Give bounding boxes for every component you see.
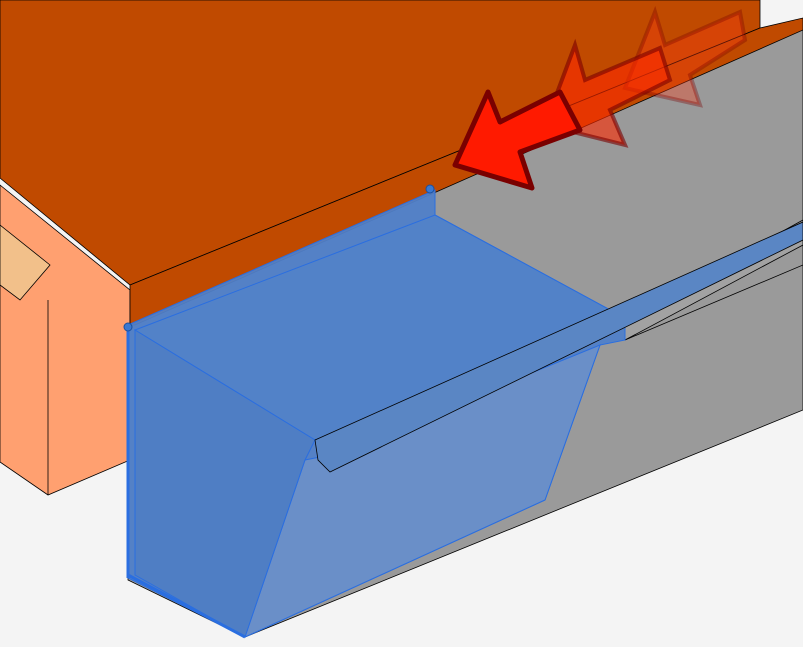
gutter-front-face	[134, 329, 316, 638]
gutter-handle[interactable]	[425, 184, 435, 194]
wall-trim	[0, 224, 51, 301]
direction-arrow-icon	[452, 5, 748, 191]
gutter-handle[interactable]	[123, 322, 133, 332]
gutter-bottom-edge	[127, 573, 246, 639]
facade-edge	[624, 264, 803, 341]
gutter-lip	[314, 221, 803, 473]
